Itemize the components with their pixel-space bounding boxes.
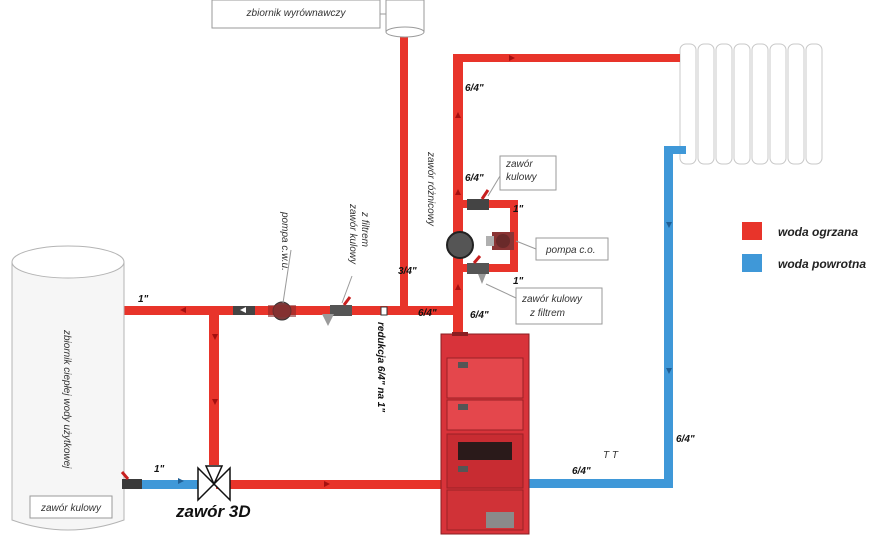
dhw-tank-label: zbiornik ciepłej wody użytkowej (61, 329, 72, 469)
drop-to-3d-valve (209, 315, 219, 465)
supply-to-radiator (453, 54, 680, 62)
expansion-pipe (400, 30, 408, 312)
ball-valve-right[interactable] (467, 189, 490, 210)
dim-bottom-1: 1" (154, 464, 165, 475)
ball-valve-filter-top-label-1: zawór kulowy (347, 203, 358, 265)
legend-cold-label: woda powrotna (778, 257, 866, 271)
legend-cold-swatch (742, 254, 762, 272)
differential-valve[interactable] (446, 231, 474, 259)
dim-top: 6/4" (465, 83, 484, 94)
hot-arrows (180, 55, 515, 487)
ball-valve-right-label-2: kulowy (506, 172, 538, 183)
ball-valve-filter-top-label-2: z filtrem (359, 211, 370, 247)
dim-return-h: 6/4" (572, 466, 591, 477)
pump-co[interactable] (486, 232, 514, 250)
diff-valve-label: zawór różnicowy (425, 151, 436, 227)
dim-left-1: 1" (138, 294, 149, 305)
pump-cwu-label: pompa c.w.u. (279, 211, 290, 271)
pump-loop-bottom (470, 264, 518, 272)
ball-valve-filter-bottom-label-1: zawór kulowy (521, 294, 583, 305)
legend: woda ogrzana woda powrotna (742, 222, 866, 272)
pump-co-label: pompa c.o. (545, 245, 595, 256)
reduction-fitting (380, 306, 388, 316)
ball-valve-tank-label: zawór kulowy (40, 503, 102, 514)
dim-pump-bottom: 1" (513, 276, 524, 287)
boiler (440, 332, 530, 535)
radiator (679, 43, 823, 165)
ball-valve-filter-bottom[interactable] (467, 255, 489, 284)
pump-loop-top (470, 200, 518, 208)
pump-cwu[interactable] (268, 301, 296, 321)
return-horizontal (520, 479, 673, 488)
dim-6-4-small: 6/4" (418, 308, 437, 319)
dim-tt: T T (603, 450, 619, 461)
expansion-tank-label: zbiornik wyrównawczy (246, 8, 347, 19)
reduction-label: redukcja 6/4" na 1" (375, 322, 386, 412)
legend-hot-swatch (742, 222, 762, 240)
return-vertical (664, 146, 673, 488)
expansion-tank: zbiornik wyrównawczy (211, 0, 425, 38)
legend-hot-label: woda ogrzana (778, 225, 858, 239)
bottom-hot-pipe (216, 480, 444, 489)
ball-valve-filter-bottom-label-2: z filtrem (529, 308, 565, 319)
ball-valve-filter-top[interactable] (322, 296, 352, 326)
dim-mid: 6/4" (465, 173, 484, 184)
ball-valve-right-label-1: zawór (505, 159, 533, 170)
dhw-tank: zbiornik ciepłej wody użytkowej zawór ku… (11, 245, 125, 531)
valve-3d-label: zawór 3D (175, 502, 251, 521)
tank-return-pipe (112, 480, 208, 489)
check-valve (233, 306, 255, 315)
dim-3-4: 3/4" (398, 266, 417, 277)
dim-boiler-out: 6/4" (470, 310, 489, 321)
three-way-valve[interactable] (197, 465, 231, 502)
dim-pump-top: 1" (513, 204, 524, 215)
dim-return-v: 6/4" (676, 434, 695, 445)
ball-valve-tank[interactable] (120, 471, 142, 489)
return-pipes (112, 146, 686, 489)
